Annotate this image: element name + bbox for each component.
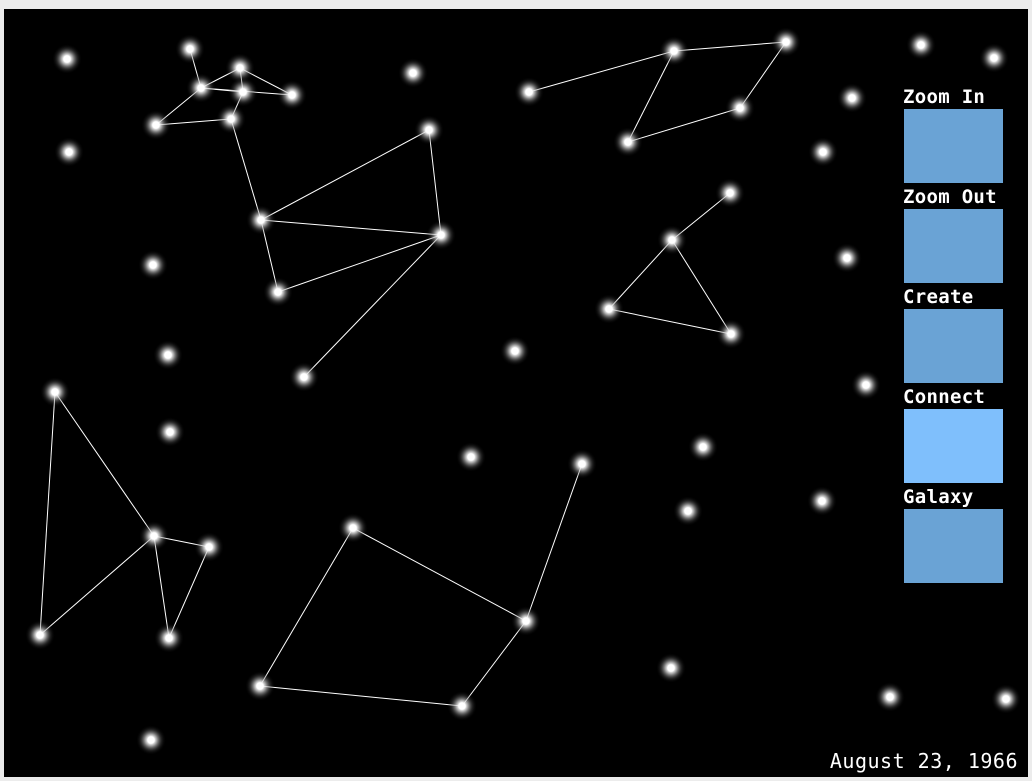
- star[interactable]: [25, 620, 55, 650]
- star[interactable]: [175, 34, 205, 64]
- star-map-svg[interactable]: [4, 9, 1028, 777]
- connection-line: [352, 527, 527, 622]
- star[interactable]: [511, 606, 541, 636]
- star[interactable]: [138, 250, 168, 280]
- connection-line: [277, 234, 442, 293]
- date-display: August 23, 1966: [829, 749, 1018, 773]
- connection-line: [260, 129, 430, 221]
- connection-line: [260, 219, 442, 236]
- star[interactable]: [567, 449, 597, 479]
- star[interactable]: [716, 319, 746, 349]
- galaxy-label: Galaxy: [903, 486, 974, 508]
- star[interactable]: [725, 93, 755, 123]
- star[interactable]: [228, 77, 258, 107]
- connection-line: [627, 107, 741, 143]
- connection-line: [673, 41, 787, 52]
- star[interactable]: [216, 104, 246, 134]
- star[interactable]: [52, 44, 82, 74]
- star[interactable]: [673, 496, 703, 526]
- star[interactable]: [500, 336, 530, 366]
- star[interactable]: [338, 513, 368, 543]
- star[interactable]: [154, 623, 184, 653]
- star[interactable]: [979, 43, 1009, 73]
- star[interactable]: [991, 684, 1021, 714]
- star[interactable]: [141, 110, 171, 140]
- connection-line: [461, 620, 527, 707]
- connection-line: [525, 463, 583, 622]
- connection-line: [671, 239, 732, 335]
- connection-line: [39, 535, 155, 636]
- star[interactable]: [153, 340, 183, 370]
- star[interactable]: [447, 691, 477, 721]
- star[interactable]: [837, 83, 867, 113]
- connection-line: [528, 50, 675, 93]
- star[interactable]: [688, 432, 718, 462]
- star[interactable]: [656, 653, 686, 683]
- star[interactable]: [289, 362, 319, 392]
- zoom-in-label: Zoom In: [903, 86, 986, 108]
- star[interactable]: [136, 725, 166, 755]
- connection-line: [608, 308, 732, 335]
- star[interactable]: [851, 370, 881, 400]
- connect-label: Connect: [903, 386, 986, 408]
- connection-line: [230, 118, 262, 221]
- star[interactable]: [155, 417, 185, 447]
- create-label: Create: [903, 286, 974, 308]
- star[interactable]: [246, 205, 276, 235]
- star[interactable]: [225, 53, 255, 83]
- star[interactable]: [906, 30, 936, 60]
- star[interactable]: [54, 137, 84, 167]
- star-map-canvas[interactable]: Zoom In Zoom Out Create Connect Galaxy A…: [4, 9, 1028, 777]
- zoom-out-button[interactable]: [904, 209, 1003, 283]
- connection-line: [39, 391, 56, 636]
- create-button[interactable]: [904, 309, 1003, 383]
- connection-line: [608, 239, 673, 310]
- star[interactable]: [771, 27, 801, 57]
- star[interactable]: [414, 115, 444, 145]
- star[interactable]: [807, 486, 837, 516]
- star[interactable]: [594, 294, 624, 324]
- star[interactable]: [613, 127, 643, 157]
- connection-line: [259, 527, 354, 687]
- stars-layer: [25, 27, 1021, 755]
- star[interactable]: [245, 671, 275, 701]
- galaxy-button[interactable]: [904, 509, 1003, 583]
- zoom-in-button[interactable]: [904, 109, 1003, 183]
- connection-line: [259, 685, 463, 707]
- star[interactable]: [186, 73, 216, 103]
- star[interactable]: [514, 77, 544, 107]
- zoom-out-label: Zoom Out: [903, 186, 997, 208]
- star[interactable]: [456, 442, 486, 472]
- star[interactable]: [715, 178, 745, 208]
- connection-line: [153, 535, 170, 639]
- star[interactable]: [875, 682, 905, 712]
- connection-line: [303, 234, 442, 378]
- constellation-lines: [39, 41, 787, 707]
- connection-line: [54, 391, 155, 537]
- star[interactable]: [832, 243, 862, 273]
- star[interactable]: [808, 137, 838, 167]
- connect-button[interactable]: [904, 409, 1003, 483]
- connection-line: [627, 50, 675, 143]
- connection-line: [428, 129, 442, 236]
- star[interactable]: [426, 220, 456, 250]
- connection-line: [168, 546, 210, 639]
- star[interactable]: [139, 521, 169, 551]
- star[interactable]: [40, 377, 70, 407]
- star[interactable]: [659, 36, 689, 66]
- star[interactable]: [194, 532, 224, 562]
- star[interactable]: [657, 225, 687, 255]
- star[interactable]: [398, 58, 428, 88]
- star[interactable]: [263, 277, 293, 307]
- star[interactable]: [277, 80, 307, 110]
